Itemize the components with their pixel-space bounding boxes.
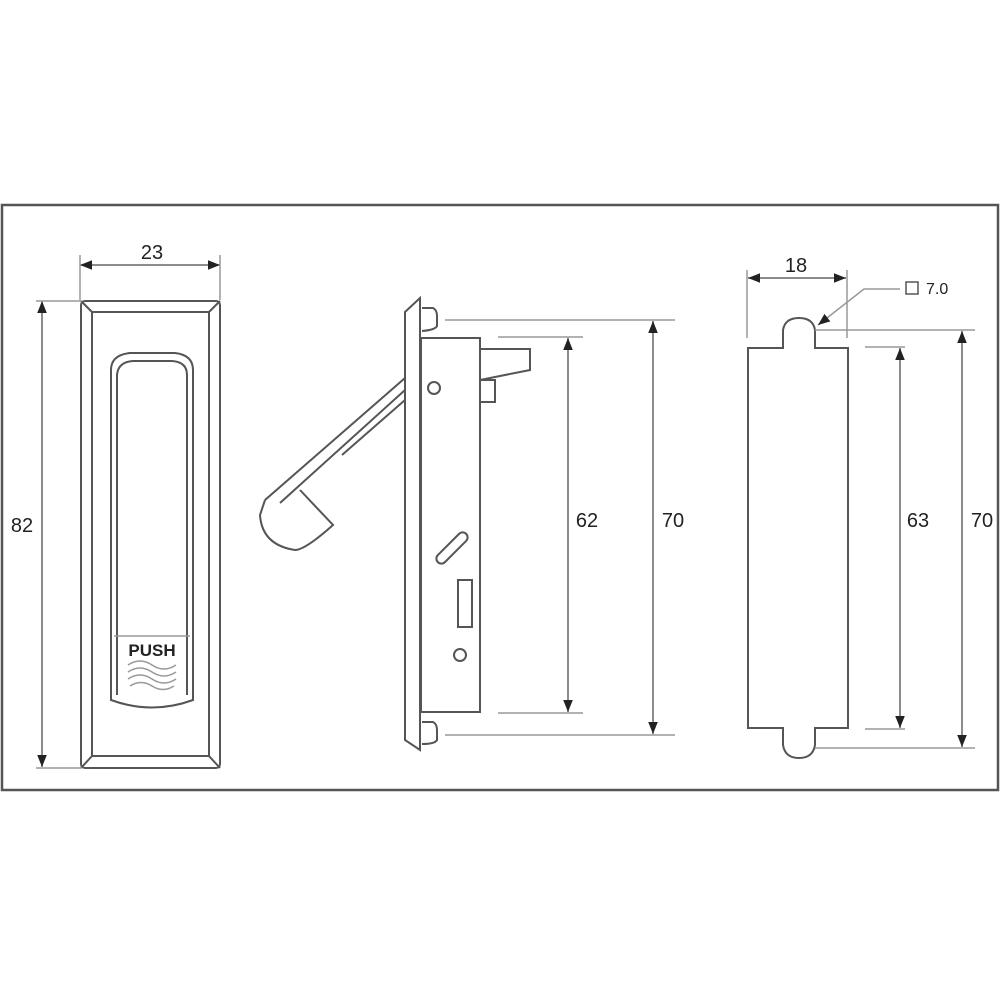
latch-bolt: [479, 348, 531, 381]
lever-arm: [264, 377, 406, 504]
bezel-inner: [91, 311, 210, 757]
push-label: PUSH: [128, 641, 175, 660]
outer-height-label: 70: [662, 510, 684, 532]
drawing-frame: [0, 203, 1000, 792]
housing: [420, 337, 481, 713]
cutout-outer-height-label: 70: [971, 510, 993, 532]
lever-handle: [258, 489, 335, 552]
front-view: PUSH 23 82: [11, 242, 221, 769]
cutout-inner-height-label: 63: [907, 510, 929, 532]
side-view: 62 70: [258, 295, 684, 752]
square-symbol-icon: [905, 281, 919, 295]
cutout-view: 18 7.0 63 70: [746, 255, 993, 760]
panel-cutout: [747, 316, 849, 760]
corner-leader: [817, 288, 900, 326]
width-label: 23: [141, 242, 163, 264]
fingerprint-icon: [127, 660, 177, 691]
faceplate: [404, 295, 421, 752]
handle-recess: [110, 352, 194, 709]
cutout-width-label: 18: [785, 255, 807, 277]
corner-label: 7.0: [926, 281, 948, 298]
bezel-outline: [80, 300, 221, 769]
height-label: 82: [11, 515, 33, 537]
inner-height-label: 62: [576, 510, 598, 532]
